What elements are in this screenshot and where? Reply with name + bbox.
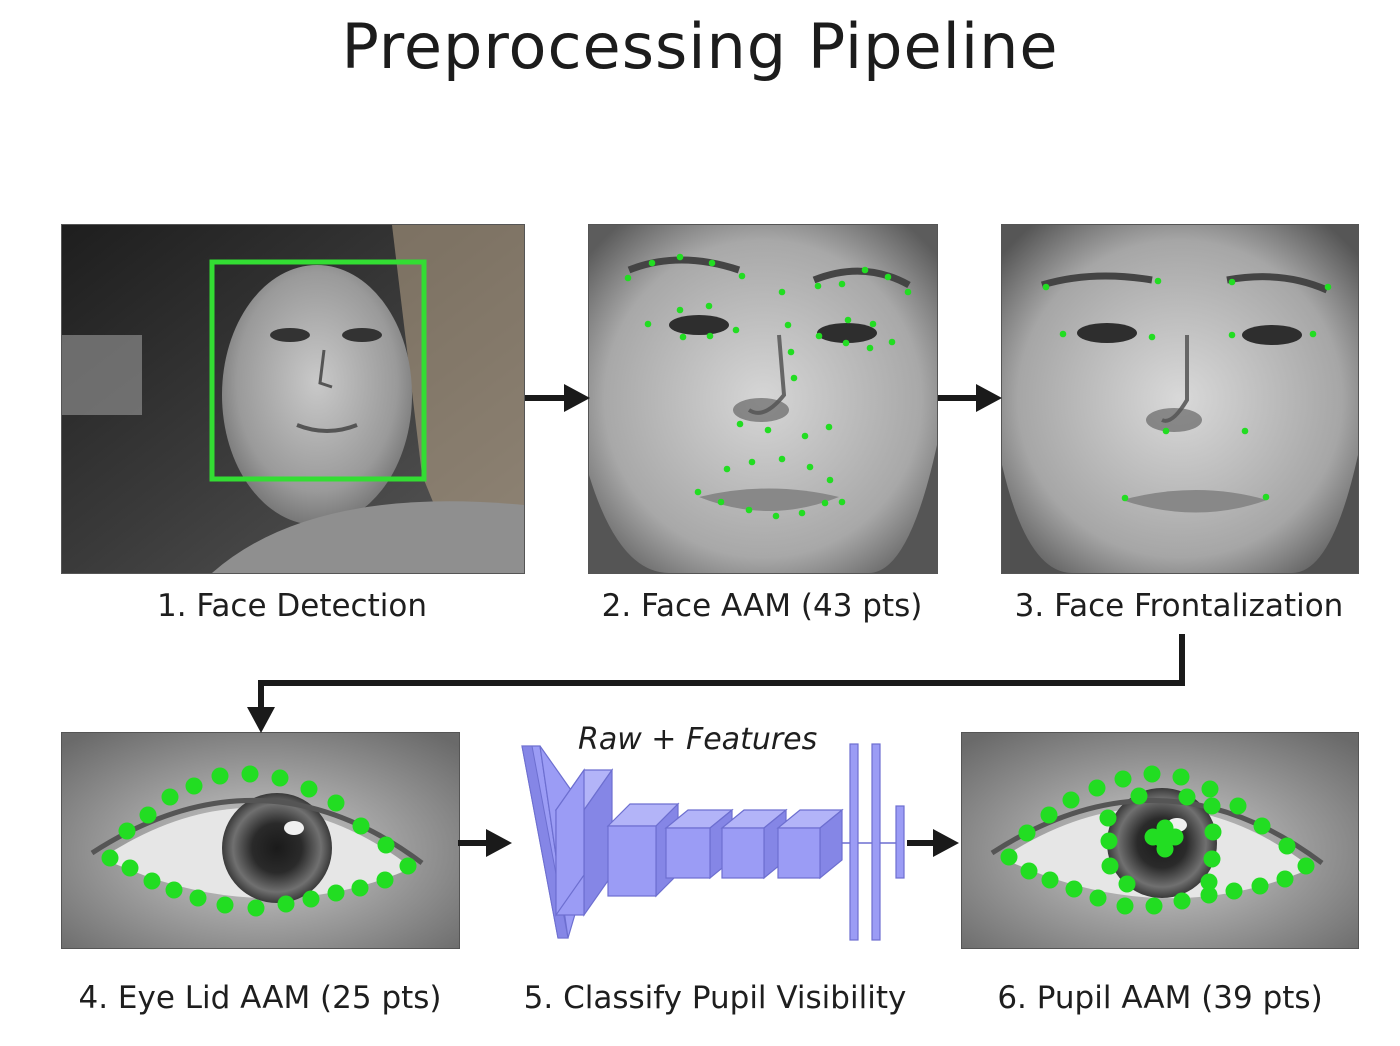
page-title: Preprocessing Pipeline xyxy=(341,10,1059,83)
cnn-layer-side xyxy=(819,808,843,880)
arrow-head xyxy=(933,829,959,857)
cnn-layer-side xyxy=(763,808,787,880)
step-6-caption: 6. Pupil AAM (39 pts) xyxy=(997,980,1323,1016)
face-aam-image xyxy=(588,224,938,574)
cnn-input-label: Raw + Features xyxy=(578,722,818,757)
arrow-head xyxy=(247,707,275,733)
step-3-caption: 3. Face Frontalization xyxy=(1014,588,1344,624)
cnn-input-layer-side xyxy=(521,745,569,939)
step-4-caption: 4. Eye Lid AAM (25 pts) xyxy=(78,980,442,1016)
step-2-caption: 2. Face AAM (43 pts) xyxy=(601,588,923,624)
step-5-caption: 5. Classify Pupil Visibility xyxy=(523,980,907,1016)
cnn-layer xyxy=(555,768,585,917)
cnn-layer xyxy=(665,827,711,879)
pupil-aam-image xyxy=(961,732,1359,949)
cnn-architecture xyxy=(521,743,905,941)
cnn-input-layer xyxy=(521,745,569,939)
cnn-layer xyxy=(555,809,585,916)
cnn-layer-side xyxy=(709,808,733,880)
cnn-layer-top xyxy=(554,769,614,811)
cnn-layer xyxy=(607,825,657,897)
cnn-layer-side xyxy=(583,768,613,917)
fc-layer xyxy=(871,743,881,941)
face-detection-image xyxy=(61,224,525,574)
arrow-head xyxy=(486,829,512,857)
cnn-layer-side xyxy=(655,802,679,898)
cnn-layer-top xyxy=(720,809,788,829)
arrow-head xyxy=(564,384,590,412)
cnn-layer xyxy=(721,827,765,879)
fc-layer xyxy=(849,743,859,941)
cnn-layer xyxy=(777,827,821,879)
arrow-head xyxy=(976,384,1002,412)
eye-lid-aam-image xyxy=(61,732,460,949)
cnn-input-layer-face xyxy=(539,745,579,939)
step-1-caption: 1. Face Detection xyxy=(157,588,427,624)
cnn-layer-top xyxy=(664,809,734,829)
cnn-layer-top xyxy=(776,809,844,829)
output-layer xyxy=(895,805,905,879)
cnn-layer-top xyxy=(606,803,680,827)
face-frontalization-image xyxy=(1001,224,1359,574)
